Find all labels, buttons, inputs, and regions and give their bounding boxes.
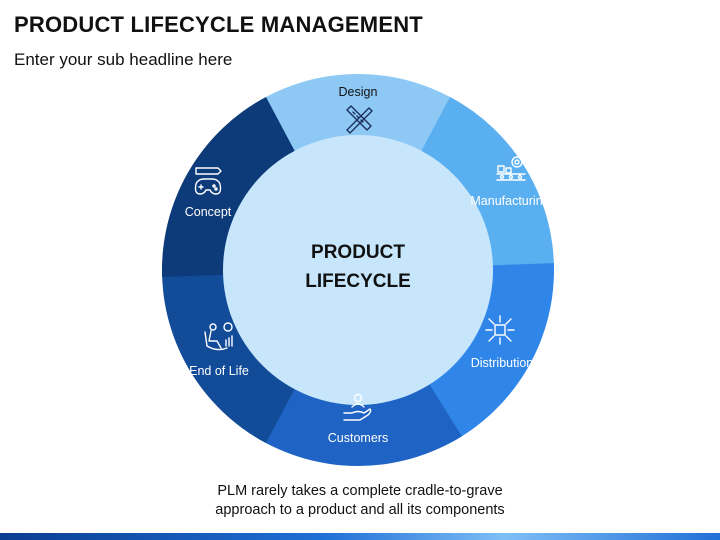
stage-label: Design xyxy=(339,85,378,99)
stage-icons xyxy=(194,105,526,421)
stage-labels: DesignManufacturingDistributionCustomers… xyxy=(185,85,550,445)
pencil-ruler-icon xyxy=(346,105,373,134)
center-title-line1: PRODUCT xyxy=(311,242,405,263)
stage-label: Concept xyxy=(185,205,232,219)
page-subtitle: Enter your sub headline here xyxy=(14,50,233,69)
rocking-chair-icon xyxy=(204,322,233,351)
stage-label: Customers xyxy=(328,431,388,445)
stage-petal-end-of-life xyxy=(162,263,319,444)
caption-line2: approach to a product and all its compon… xyxy=(215,502,505,518)
page-title: PRODUCT LIFECYCLE MANAGEMENT xyxy=(14,12,423,37)
stage-label: End of Life xyxy=(189,364,249,378)
stage-petal-concept xyxy=(162,96,319,277)
stage-label: Manufacturing xyxy=(470,194,549,208)
stage-label: Distribution xyxy=(471,356,534,370)
factory-gear-icon xyxy=(496,156,526,181)
center-circle xyxy=(223,135,493,405)
gamepad-pencil-icon xyxy=(194,167,222,195)
bottom-accent-bar xyxy=(0,533,720,540)
distribution-box-icon xyxy=(485,315,515,345)
stage-petal-manufacturing xyxy=(397,96,554,277)
hand-user-icon xyxy=(343,393,372,421)
caption-line1: PLM rarely takes a complete cradle-to-gr… xyxy=(217,483,503,499)
center-title-line2: LIFECYCLE xyxy=(305,271,411,292)
